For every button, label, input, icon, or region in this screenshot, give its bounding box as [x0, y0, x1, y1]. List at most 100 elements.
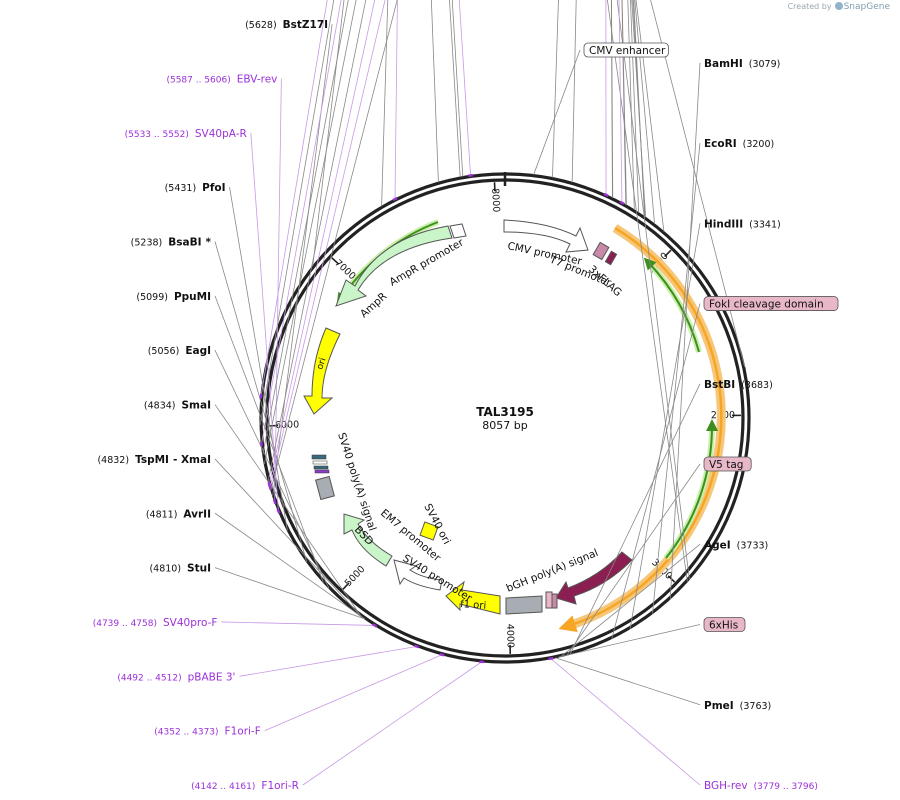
- leader-line: [558, 624, 701, 658]
- site-label: (5238)BsaBI*: [131, 237, 212, 249]
- tal-feature-arc-core: [558, 226, 723, 633]
- ring-features: [303, 219, 726, 633]
- label-ori: ori: [315, 357, 328, 371]
- feature-box-text: V5 tag: [709, 459, 743, 471]
- leader-line: [449, 0, 461, 178]
- site-name: EcoRI: [704, 138, 737, 150]
- site-label: (5056)EagI: [148, 345, 211, 357]
- feature-box-text: FokI cleavage domain: [709, 299, 824, 311]
- label-leader-lines: [214, 0, 746, 786]
- leader-line: [394, 0, 398, 200]
- site-position: (4834): [144, 401, 176, 412]
- created-by-text: Created by: [787, 2, 832, 11]
- svg-text:(4811)AvrII: (4811)AvrII: [146, 508, 211, 520]
- site-position: (5056): [148, 346, 180, 357]
- site-extra: - XmaI: [173, 454, 211, 466]
- svg-text:(4142 .. 4161)F1ori-R: (4142 .. 4161)F1ori-R: [191, 780, 299, 792]
- svg-text:BamHI(3079): BamHI(3079): [704, 58, 780, 70]
- leader-line: [533, 49, 581, 175]
- m13-rev-mark: [314, 469, 330, 474]
- leader-line: [272, 24, 333, 496]
- leader-line: [618, 0, 623, 203]
- primer-label: (4352 .. 4373)F1ori-F: [154, 726, 261, 738]
- site-label: (4810) StuI: [149, 563, 211, 575]
- primer-name: F1ori-F: [225, 726, 261, 738]
- site-position: (3763): [740, 701, 772, 712]
- primer-label: BGH-rev(3779 .. 3796): [704, 780, 818, 792]
- leader-line: [451, 0, 464, 177]
- v5-tag-box: [545, 591, 553, 609]
- svg-text:(4492 .. 4512)pBABE 3': (4492 .. 4512)pBABE 3': [117, 671, 235, 683]
- primer-range: (5533 .. 5552): [125, 130, 189, 140]
- primer-name: BGH-rev: [704, 780, 748, 792]
- site-label: EcoRI (3200): [704, 138, 774, 150]
- leader-line: [263, 0, 357, 465]
- leader-line: [239, 646, 417, 677]
- leader-line: [270, 0, 398, 491]
- site-position: (3341): [749, 219, 781, 230]
- feature-box: [703, 456, 752, 472]
- svg-text:AgeI(3733): AgeI(3733): [704, 539, 768, 551]
- primer-mark: [268, 484, 272, 491]
- svg-text:HindIII(3341): HindIII(3341): [704, 218, 781, 230]
- leader-line: [458, 0, 471, 176]
- label-sv40-polya: SV40 poly(A) signal: [335, 431, 378, 532]
- svg-text:BGH-rev(3779 .. 3796): BGH-rev(3779 .. 3796): [704, 780, 818, 792]
- feature-box: [703, 296, 839, 311]
- site-name: PpuMI: [174, 291, 211, 303]
- ruler-tick-label: 4000: [504, 624, 516, 648]
- sv40-polya-box: [315, 475, 335, 501]
- svg-text:(5238)BsaBI*: (5238)BsaBI*: [131, 237, 212, 249]
- leader-line: [631, 0, 647, 218]
- site-position: (4832): [97, 455, 129, 466]
- site-label: AgeI(3733): [704, 539, 768, 551]
- site-label: BamHI(3079): [704, 58, 780, 70]
- svg-text:(5099)PpuMI: (5099)PpuMI: [136, 291, 211, 303]
- svg-text:(5431)PfoI: (5431)PfoI: [165, 182, 226, 194]
- site-name: BstZ17I: [283, 19, 328, 31]
- leader-line: [261, 0, 342, 445]
- leader-line: [652, 143, 701, 614]
- primer-label: (4739 .. 4758)SV40pro-F: [93, 617, 218, 629]
- ruler-tick-label: 5000: [343, 564, 368, 589]
- primer-mark: [439, 653, 445, 657]
- site-name: PmeI: [704, 700, 734, 712]
- site-name: StuI: [187, 563, 211, 575]
- feature-box: [703, 617, 746, 632]
- site-position: (3200): [743, 139, 775, 150]
- primer-mark: [392, 196, 398, 202]
- svg-text:(5533 .. 5552)SV40pA-R: (5533 .. 5552)SV40pA-R: [125, 128, 247, 140]
- site-label: HindIII(3341): [704, 218, 781, 230]
- leader-line: [560, 543, 701, 657]
- leader-line: [430, 0, 439, 183]
- svg-text:(5628)BstZ17I: (5628)BstZ17I: [245, 19, 328, 31]
- ampr-arrow: [335, 225, 453, 307]
- leader-line: [302, 661, 482, 786]
- leader-line: [552, 0, 559, 178]
- leader-line: [214, 241, 308, 562]
- site-position: (5431): [165, 183, 197, 194]
- leader-line: [274, 78, 282, 502]
- primer-name: EBV-rev: [237, 73, 278, 85]
- leader-line: [214, 458, 362, 617]
- leader-line: [611, 303, 701, 639]
- site-position: (3683): [741, 380, 773, 391]
- leader-line: [260, 0, 328, 397]
- cmv-promoter-arrow: [503, 219, 589, 253]
- box-label: V5 tag: [703, 456, 752, 472]
- primer-label: (5533 .. 5552)SV40pA-R: [125, 128, 247, 140]
- primer-name: pBABE 3': [188, 671, 236, 683]
- sv40-promoter-arrow: [393, 559, 443, 591]
- svg-text:(4739 .. 4758)SV40pro-F: (4739 .. 4758)SV40pro-F: [93, 617, 218, 629]
- leader-line: [630, 0, 640, 213]
- plasmid-length: 8057 bp: [482, 419, 527, 432]
- feature-box: [583, 42, 669, 58]
- site-name: AgeI: [704, 539, 731, 551]
- grey-feature-box: [505, 595, 543, 615]
- site-position: (4810): [149, 564, 181, 575]
- svg-text:(5056)EagI: (5056)EagI: [148, 345, 211, 357]
- site-name: AvrII: [183, 508, 211, 520]
- primer-mark: [468, 173, 473, 177]
- cap-site-mark: [311, 454, 327, 460]
- leader-line: [267, 0, 367, 481]
